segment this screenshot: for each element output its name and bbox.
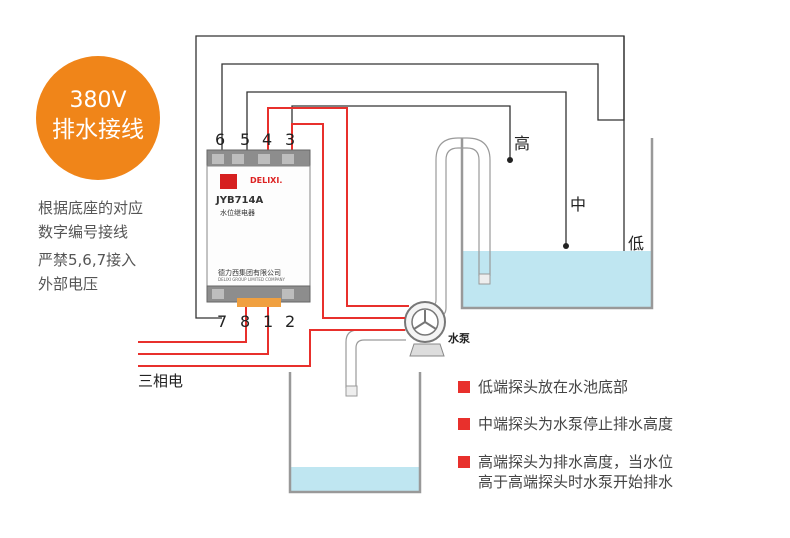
badge-title: 排水接线 — [52, 117, 144, 143]
legend-marker — [458, 381, 470, 393]
legend-item: 中端探头为水泵停止排水高度 — [458, 414, 673, 434]
terminal-label: 1 — [263, 312, 274, 331]
legend-text: 高于高端探头时水泵开始排水 — [478, 473, 674, 491]
upper-tank — [460, 138, 654, 310]
power-label: 三相电 — [138, 372, 184, 390]
relay-indicator — [220, 174, 237, 189]
pump-label: 水泵 — [448, 332, 470, 345]
legend-text: 中端探头为水泵停止排水高度 — [478, 415, 674, 433]
legend-marker — [458, 456, 470, 468]
pump — [404, 301, 446, 357]
probe-dot-mid — [563, 243, 569, 249]
level-low-label: 低 — [628, 234, 645, 253]
note-line: 根据底座的对应 — [38, 199, 144, 217]
level-mid-label: 中 — [570, 195, 587, 214]
legend-text: 低端探头放在水池底部 — [478, 378, 629, 396]
note-line: 数字编号接线 — [38, 223, 129, 241]
note-line: 严禁5,6,7接入 — [38, 251, 137, 269]
upper-tank-water — [462, 251, 652, 307]
relay-company: 德力西集团有限公司 — [218, 269, 281, 277]
lower-tank-water — [290, 467, 420, 492]
power-wires — [138, 107, 409, 367]
legend-item: 高端探头为排水高度，当水位 高于高端探头时水泵开始排水 — [458, 452, 673, 492]
wire-terminal-5-mid — [246, 91, 567, 246]
terminal-label: 7 — [217, 312, 228, 331]
relay-brand: DELIXI. — [250, 176, 283, 185]
terminal-label: 8 — [240, 312, 251, 331]
legend-text: 高端探头为排水高度，当水位 — [478, 453, 674, 471]
wire-terminal-3 — [291, 123, 405, 319]
relay-name: 水位继电器 — [220, 209, 255, 217]
wire-terminal-4 — [267, 107, 409, 307]
lower-tank — [288, 372, 422, 494]
relay — [206, 149, 311, 307]
level-high-label: 高 — [514, 134, 531, 153]
relay-company-en: DELIXI GROUP LIMITED COMPANY — [218, 277, 285, 282]
title-badge: 380V 排水接线 — [36, 56, 160, 180]
badge-voltage: 380V — [69, 88, 127, 113]
relay-model: JYB714A — [216, 195, 264, 206]
legend-marker — [458, 418, 470, 430]
wire-phase-3 — [138, 329, 405, 367]
terminal-label: 6 — [215, 130, 226, 149]
terminal-label: 2 — [285, 312, 296, 331]
wire-phase-2 — [138, 298, 269, 355]
legend-item: 低端探头放在水池底部 — [458, 377, 628, 397]
terminal-label: 4 — [262, 130, 273, 149]
lower-pipe-nozzle — [345, 385, 358, 397]
terminal-label: 5 — [240, 130, 251, 149]
terminal-label: 3 — [285, 130, 296, 149]
note-line: 外部电压 — [38, 275, 99, 293]
probe-dot-high — [507, 157, 513, 163]
wire-phase-1 — [138, 298, 247, 343]
upper-pipe-nozzle — [478, 273, 491, 285]
